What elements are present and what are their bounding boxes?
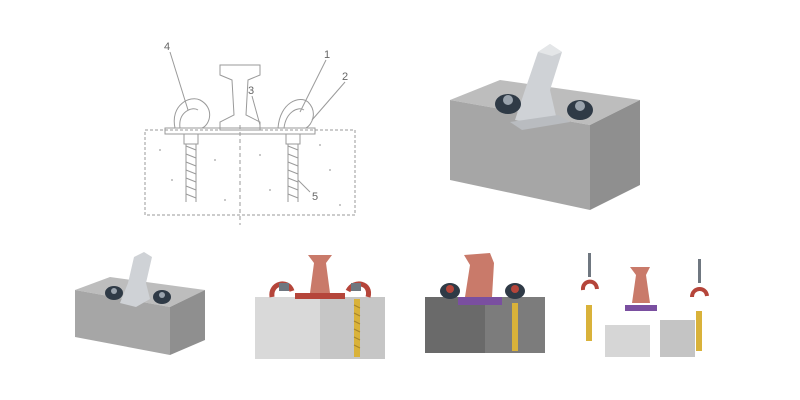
assembly-render-large bbox=[450, 44, 640, 210]
cutaway-render-dark bbox=[425, 253, 545, 353]
exploded-view-render bbox=[581, 253, 709, 357]
callout-2: 2 bbox=[342, 71, 348, 83]
tension-clip-icon bbox=[567, 100, 593, 120]
technical-drawing: 4 1 2 3 5 bbox=[144, 41, 356, 225]
callout-1: 1 bbox=[324, 49, 330, 61]
assembly-render-small bbox=[75, 252, 205, 355]
callout-3: 3 bbox=[248, 85, 254, 97]
callout-5: 5 bbox=[312, 191, 318, 203]
callout-4: 4 bbox=[164, 41, 170, 53]
cutaway-render bbox=[255, 255, 385, 359]
tension-clip-icon bbox=[495, 94, 521, 114]
